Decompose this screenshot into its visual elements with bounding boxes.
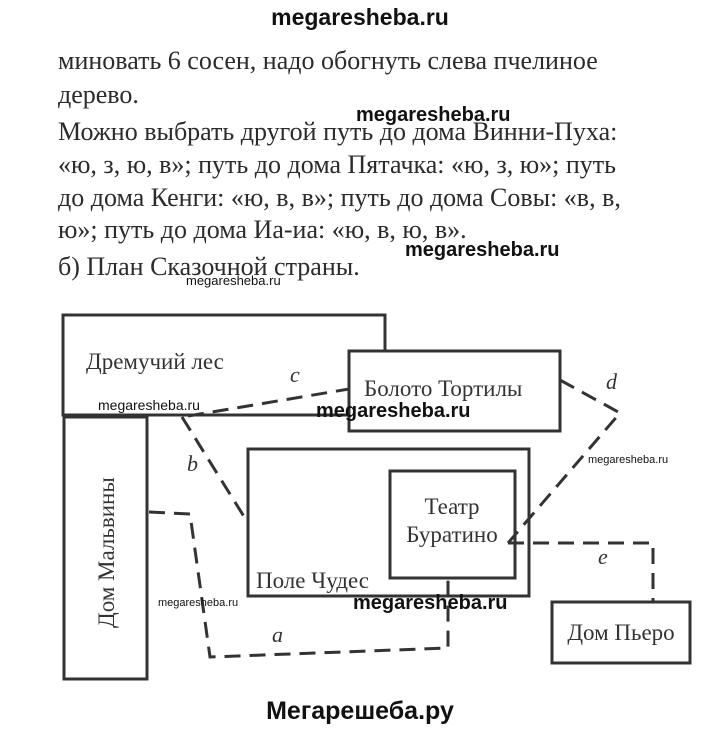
text-line-1: миновать 6 сосен, надо обогнуть слева пч… [58, 46, 598, 75]
teatr-box [388, 469, 517, 580]
watermark: megaresheba.ru [98, 397, 200, 413]
piero-label: Дом Пьеро [567, 620, 674, 645]
piero-box [550, 600, 692, 665]
watermark: megaresheba.ru [316, 400, 471, 422]
path-a-label: a [272, 622, 283, 647]
path-c-line [187, 387, 350, 418]
teatr-label-line1: Театр [424, 494, 479, 519]
text-line-5: до дома Кенги: «ю, в, в»; путь до дома С… [58, 183, 621, 212]
malvina-box [62, 415, 149, 681]
path-c-label: c [290, 362, 300, 387]
watermark-top: megaresheba.ru [271, 4, 449, 30]
path-a-line [148, 510, 450, 659]
path-b-line [180, 416, 250, 524]
dremuchiy-les-label: Дремучий лес [86, 349, 224, 374]
path-b-label: b [187, 451, 198, 476]
text-line-4: «ю, з, ю, в»; путь до дома Пятачка: «ю, … [58, 150, 616, 179]
text-line-3: Можно выбрать другой путь до дома Винни-… [58, 117, 618, 146]
path-e-label: e [598, 544, 608, 569]
watermark: megaresheba.ru [405, 239, 560, 261]
watermark-bottom: Мегарешеба.ру [266, 697, 454, 725]
watermark: megaresheba.ru [353, 592, 508, 614]
path-d-line [506, 378, 623, 544]
boloto-box [347, 349, 562, 433]
text-line-7: б) План Сказочной страны. [58, 252, 360, 281]
watermark: megaresheba.ru [186, 273, 281, 288]
watermark: megaresheba.ru [158, 597, 239, 609]
text-line-2: дерево. [58, 80, 139, 109]
path-d-label: d [606, 369, 618, 394]
malvina-label: Дом Мальвины [94, 477, 119, 628]
pole-label: Поле Чудес [256, 568, 369, 593]
boloto-label: Болото Тортилы [364, 376, 522, 401]
text-line-6: ю»; путь до дома Иа-иа: «ю, в, ю, в». [58, 215, 467, 244]
path-e-line [508, 541, 655, 602]
teatr-label-line2: Буратино [406, 522, 497, 547]
watermark: megaresheba.ru [356, 104, 511, 126]
watermark: megaresheba.ru [588, 454, 669, 466]
